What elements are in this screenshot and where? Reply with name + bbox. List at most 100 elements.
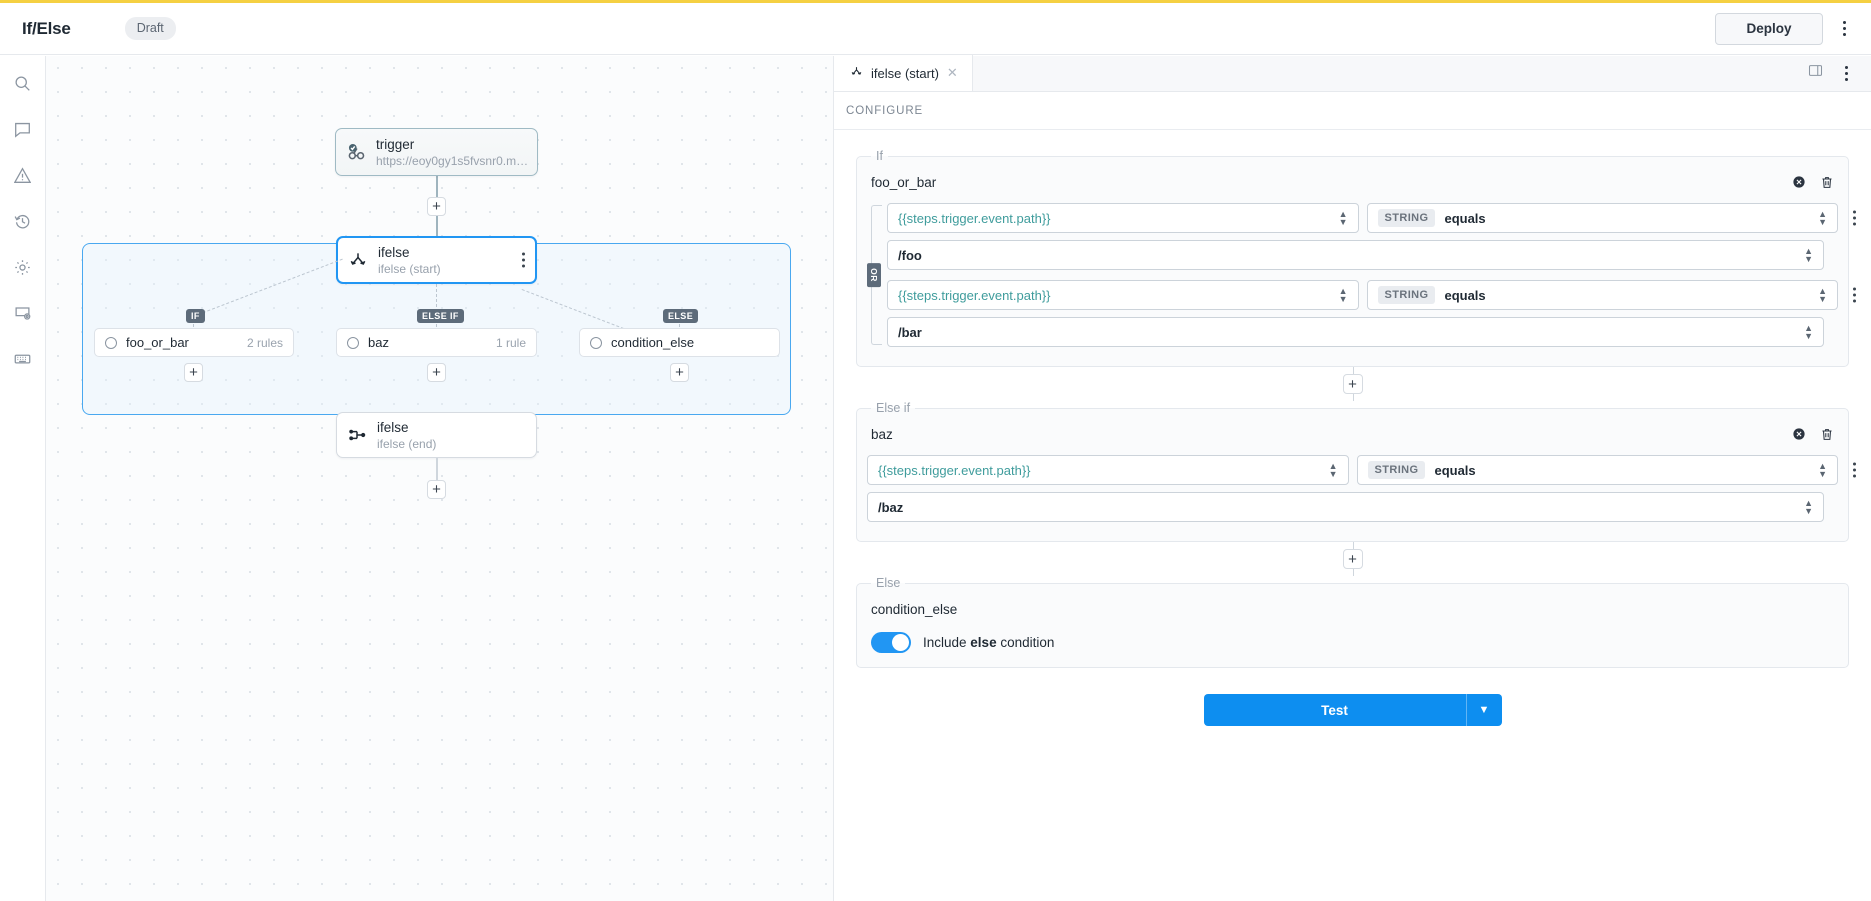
rule-row-2: {{steps.trigger.event.path}} ▲▼ STRING e… bbox=[887, 280, 1856, 310]
add-step-button-1[interactable]: + bbox=[427, 197, 446, 216]
chevron-down-icon[interactable]: ▼ bbox=[1465, 694, 1502, 726]
config-panel: ifelse (start) ✕ CONFIGURE If foo_or_ba bbox=[833, 55, 1871, 901]
include-else-label: Include else condition bbox=[923, 635, 1054, 650]
spinner-icon[interactable]: ▲▼ bbox=[1338, 286, 1348, 304]
rule-right-field-1[interactable]: /foo ▲▼ bbox=[887, 240, 1824, 270]
rule-operator-field-3[interactable]: STRING equals ▲▼ bbox=[1356, 455, 1838, 485]
rule-left-field-1[interactable]: {{steps.trigger.event.path}} ▲▼ bbox=[887, 203, 1359, 233]
add-condition-group-button-1[interactable]: + bbox=[1342, 374, 1363, 394]
spinner-icon[interactable]: ▲▼ bbox=[1818, 209, 1827, 227]
app-header: If/Else Draft Deploy bbox=[0, 3, 1871, 55]
comment-icon[interactable] bbox=[8, 114, 38, 144]
history-icon[interactable] bbox=[8, 206, 38, 236]
node-kebab-menu-icon[interactable] bbox=[522, 252, 525, 268]
rule-type-chip-2: STRING bbox=[1377, 286, 1436, 304]
window-settings-icon[interactable] bbox=[8, 298, 38, 328]
rule-operator-field-2[interactable]: STRING equals ▲▼ bbox=[1366, 280, 1838, 310]
edge-tag-if: IF bbox=[186, 309, 205, 323]
rule-kebab-menu-icon-1[interactable] bbox=[1853, 210, 1856, 226]
group-actions-else-if bbox=[1792, 427, 1834, 442]
rule-operator-3: equals bbox=[1434, 462, 1476, 478]
tab-ifelse-start[interactable]: ifelse (start) ✕ bbox=[834, 55, 973, 91]
spinner-icon[interactable]: ▲▼ bbox=[1818, 461, 1827, 479]
keyboard-icon[interactable] bbox=[8, 344, 38, 374]
toggle-knob bbox=[892, 634, 909, 651]
branch-label: foo_or_bar bbox=[126, 335, 189, 350]
trash-icon[interactable] bbox=[1820, 427, 1834, 442]
node-subtitle: ifelse (start) bbox=[378, 261, 441, 276]
panel-section-header: CONFIGURE bbox=[834, 92, 1871, 130]
branch-box-condition-else[interactable]: condition_else bbox=[579, 328, 780, 357]
rule-right-value-3: /baz bbox=[878, 499, 904, 515]
branch-rule-count: 1 rule bbox=[495, 335, 526, 350]
close-icon[interactable]: ✕ bbox=[946, 65, 958, 80]
branch-radio-icon bbox=[347, 336, 359, 349]
rule-row-3: {{steps.trigger.event.path}} ▲▼ STRING e… bbox=[867, 455, 1856, 485]
warning-icon[interactable] bbox=[8, 160, 38, 190]
branch-box-baz[interactable]: baz 1 rule bbox=[336, 328, 537, 357]
rule-type-chip-3: STRING bbox=[1367, 461, 1426, 479]
rule-operator-field-1[interactable]: STRING equals ▲▼ bbox=[1366, 203, 1838, 233]
rules-if: OR {{steps.trigger.event.path}} ▲▼ STRIN… bbox=[867, 203, 1856, 347]
panel-body[interactable]: If foo_or_bar bbox=[834, 131, 1871, 901]
rule-left-field-3[interactable]: {{steps.trigger.event.path}} ▲▼ bbox=[867, 455, 1349, 485]
group-name-row-if: foo_or_bar bbox=[867, 169, 1838, 195]
rule-type-chip-1: STRING bbox=[1377, 209, 1436, 227]
rule-row-2-value: /bar ▲▼ bbox=[887, 317, 1838, 347]
group-name-else-if: baz bbox=[871, 426, 893, 442]
branch-box-foo-or-bar[interactable]: foo_or_bar 2 rules bbox=[94, 328, 294, 357]
gear-icon[interactable] bbox=[8, 252, 38, 282]
add-step-button-elseif[interactable]: + bbox=[427, 363, 446, 382]
add-step-button-else[interactable]: + bbox=[670, 363, 689, 382]
spinner-icon[interactable]: ▲▼ bbox=[1804, 246, 1813, 264]
spinner-icon[interactable]: ▲▼ bbox=[1804, 498, 1813, 516]
rule-left-value-3: {{steps.trigger.event.path}} bbox=[878, 462, 1031, 478]
split-panel-icon[interactable] bbox=[1808, 63, 1823, 83]
node-ifelse-start[interactable]: ifelse ifelse (start) bbox=[336, 236, 537, 284]
rule-left-field-2[interactable]: {{steps.trigger.event.path}} ▲▼ bbox=[887, 280, 1359, 310]
spinner-icon[interactable]: ▲▼ bbox=[1338, 209, 1348, 227]
group-name-row-else-if: baz bbox=[867, 421, 1838, 447]
toggle-label-prefix: Include bbox=[923, 635, 971, 650]
workflow-canvas[interactable]: + trigger https://eoy0gy1s5fvsnr0.m.pi..… bbox=[46, 56, 833, 901]
rules-else-if: {{steps.trigger.event.path}} ▲▼ STRING e… bbox=[867, 455, 1856, 522]
deploy-button[interactable]: Deploy bbox=[1715, 12, 1823, 45]
add-group-between-1: + bbox=[856, 367, 1849, 401]
rule-row-1-value: /foo ▲▼ bbox=[887, 240, 1838, 270]
rule-right-field-2[interactable]: /bar ▲▼ bbox=[887, 317, 1824, 347]
test-button[interactable]: Test bbox=[1203, 694, 1466, 726]
kebab-menu-icon[interactable] bbox=[1833, 13, 1855, 45]
trash-icon[interactable] bbox=[1820, 175, 1834, 190]
rule-kebab-menu-icon-3[interactable] bbox=[1853, 462, 1856, 478]
rule-row-3-value: /baz ▲▼ bbox=[867, 492, 1838, 522]
branch-label: baz bbox=[368, 335, 389, 350]
include-else-toggle[interactable] bbox=[871, 632, 911, 653]
configure-label: CONFIGURE bbox=[846, 104, 924, 117]
rule-right-field-3[interactable]: /baz ▲▼ bbox=[867, 492, 1824, 522]
icon-rail bbox=[0, 56, 46, 901]
add-step-button-end[interactable]: + bbox=[427, 480, 446, 499]
node-subtitle: https://eoy0gy1s5fvsnr0.m.pi... bbox=[376, 153, 531, 168]
header-actions: Deploy bbox=[1715, 12, 1871, 45]
node-title: trigger bbox=[376, 136, 415, 152]
search-icon[interactable] bbox=[8, 68, 38, 98]
include-else-row: Include else condition bbox=[867, 622, 1838, 655]
rule-kebab-menu-icon-2[interactable] bbox=[1853, 287, 1856, 303]
add-step-button-if[interactable]: + bbox=[184, 363, 203, 382]
or-chip: OR bbox=[867, 263, 881, 287]
panel-tab-actions bbox=[1808, 55, 1871, 91]
group-else-if: Else if baz bbox=[856, 401, 1856, 542]
spinner-icon[interactable]: ▲▼ bbox=[1328, 461, 1338, 479]
rule-right-value-1: /foo bbox=[898, 247, 922, 263]
rule-operator-1: equals bbox=[1444, 210, 1486, 226]
clear-icon[interactable] bbox=[1792, 427, 1806, 441]
group-else: Else condition_else Include else conditi… bbox=[856, 576, 1849, 668]
node-trigger[interactable]: trigger https://eoy0gy1s5fvsnr0.m.pi... bbox=[335, 128, 538, 176]
add-condition-group-button-2[interactable]: + bbox=[1342, 549, 1363, 569]
clear-icon[interactable] bbox=[1792, 175, 1806, 189]
node-ifelse-end[interactable]: ifelse ifelse (end) bbox=[336, 412, 537, 458]
spinner-icon[interactable]: ▲▼ bbox=[1818, 286, 1827, 304]
status-badge: Draft bbox=[124, 17, 176, 40]
spinner-icon[interactable]: ▲▼ bbox=[1804, 323, 1813, 341]
kebab-menu-icon[interactable] bbox=[1835, 65, 1857, 81]
